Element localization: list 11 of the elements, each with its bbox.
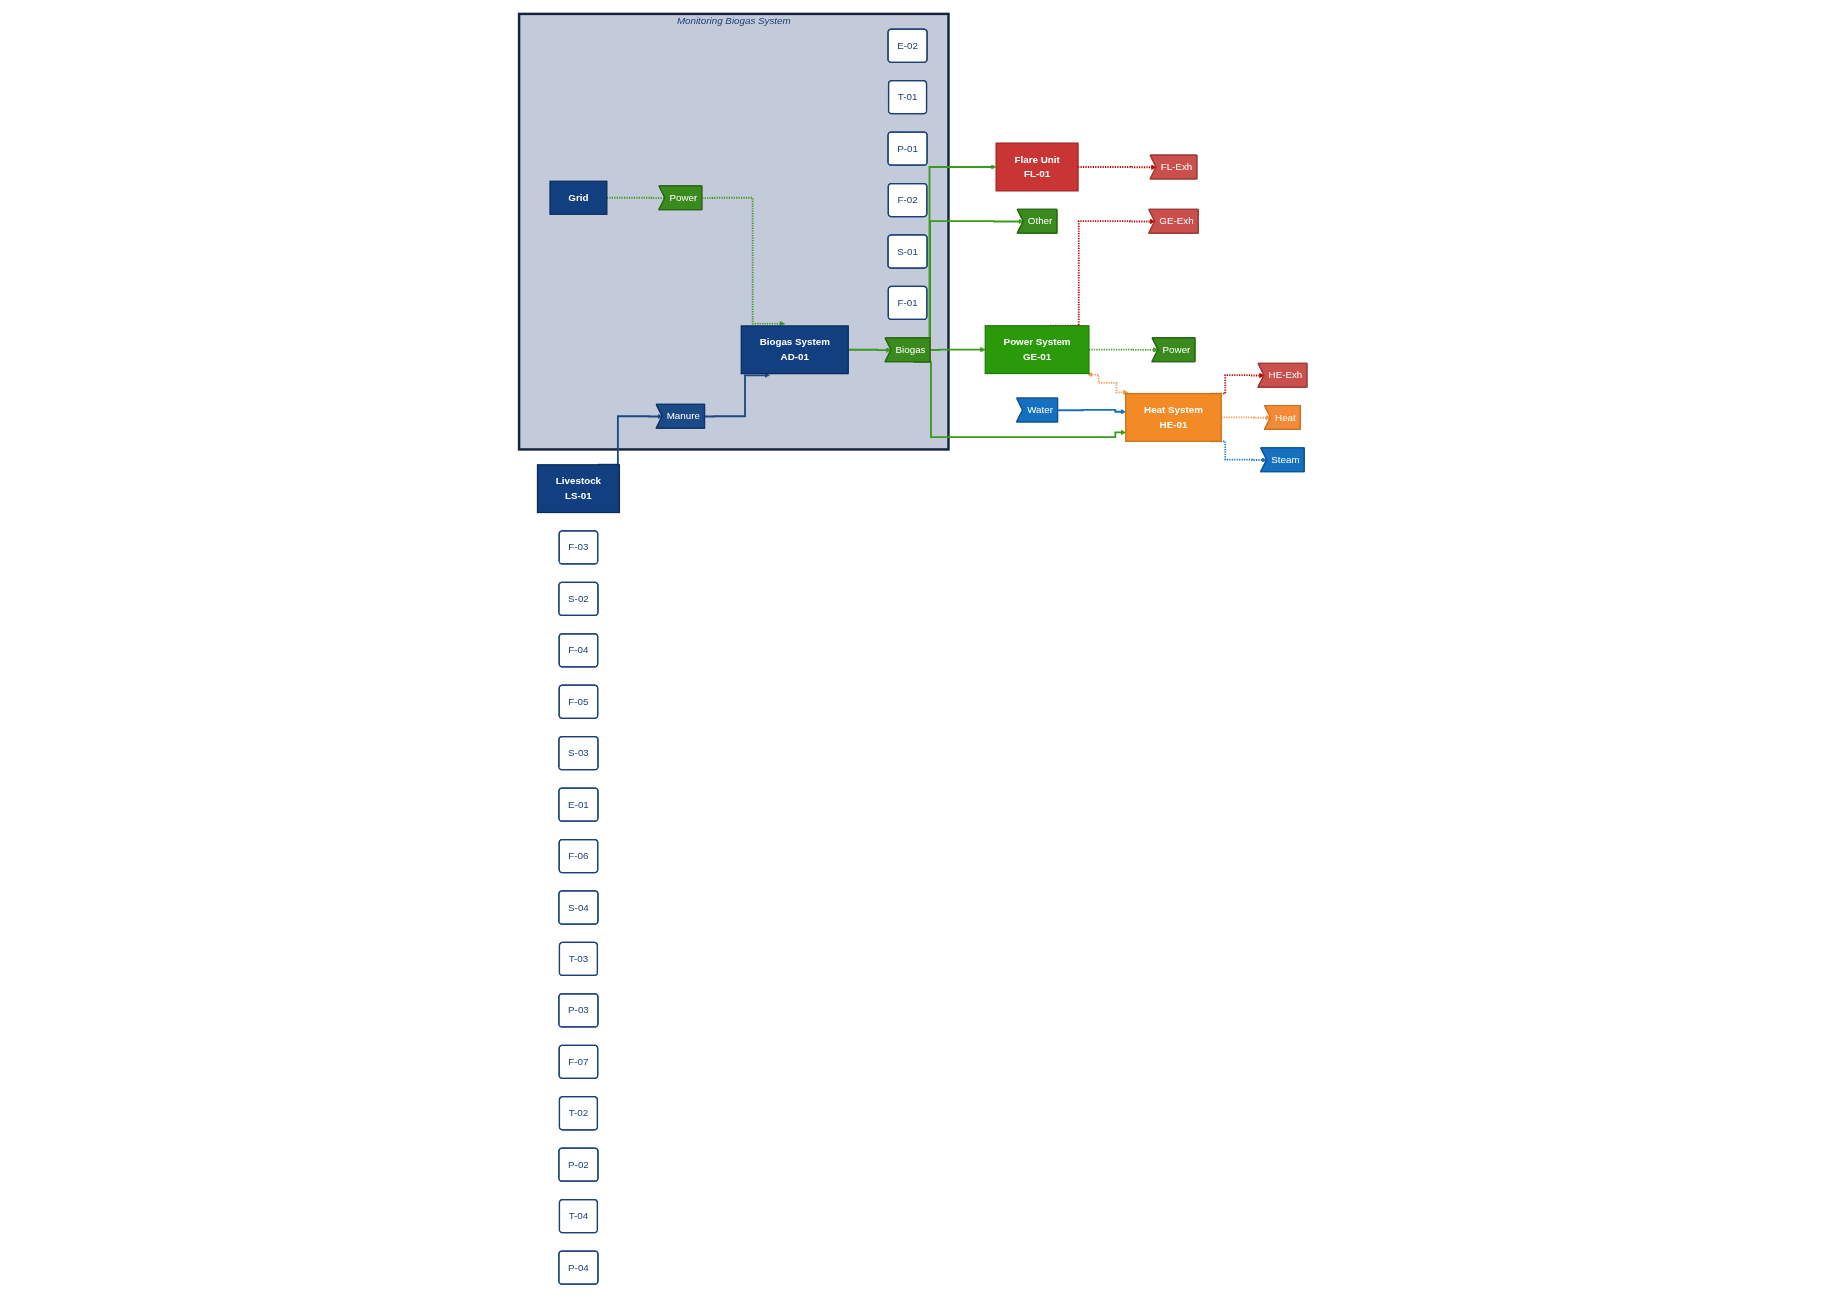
node-box: Grid (548, 180, 607, 215)
node-box: Flare Unit FL-01 (995, 142, 1079, 191)
node-box: Power System GE-01 (984, 324, 1090, 374)
node-box: Livestock LS-01 (536, 463, 620, 513)
arrow (1056, 408, 1126, 414)
node-box: Biogas System AD-01 (740, 324, 849, 374)
arrow (1086, 371, 1128, 395)
node-box: Heat System HE-01 (1124, 392, 1222, 442)
arrow (929, 346, 985, 352)
arrow (700, 196, 785, 326)
arrow (703, 372, 770, 417)
